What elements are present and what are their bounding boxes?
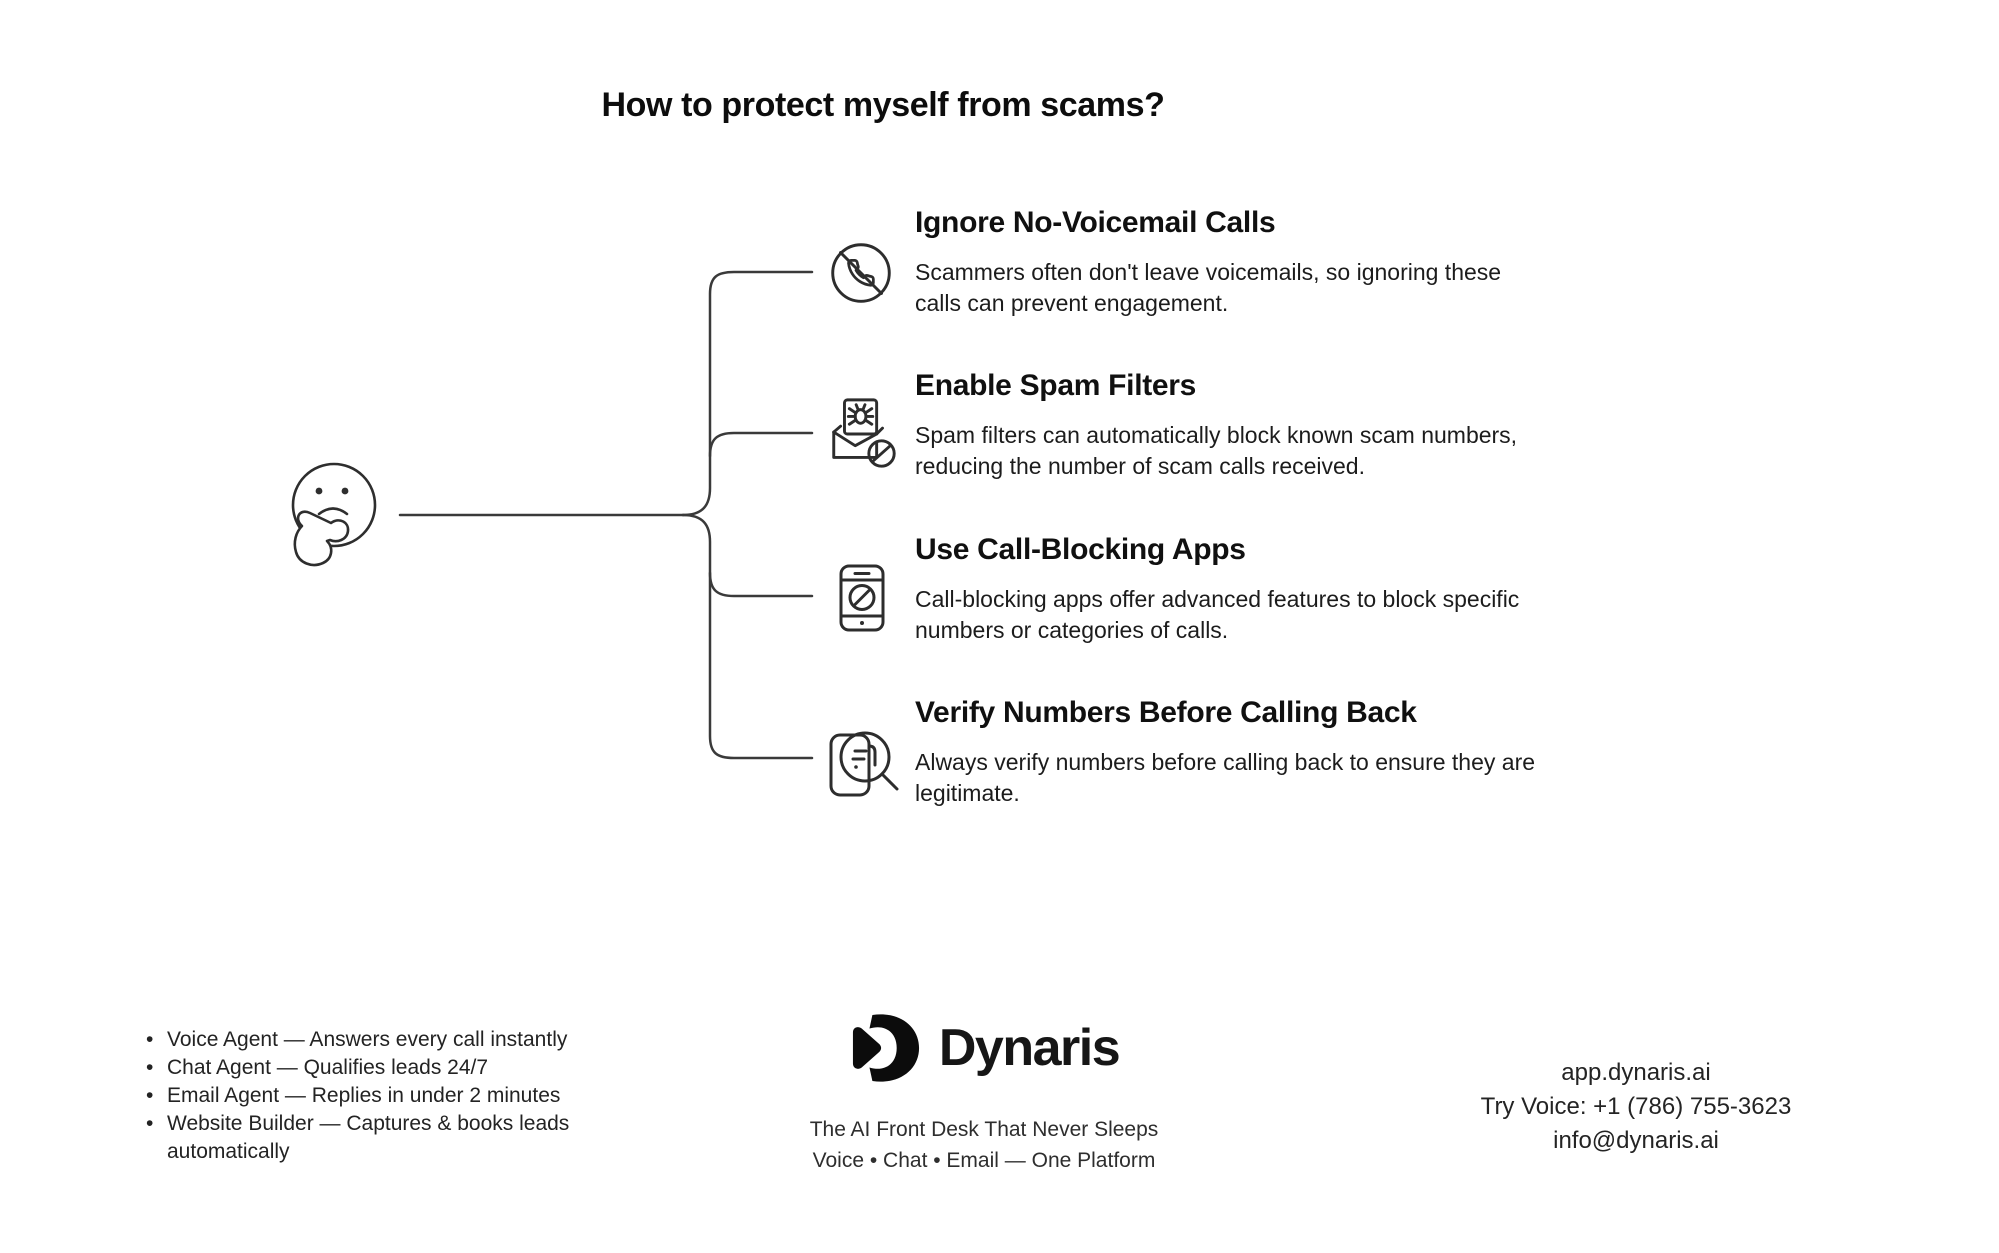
item-heading: Enable Spam Filters bbox=[915, 369, 1197, 402]
no-voicemail-icon bbox=[822, 234, 900, 312]
item-description: Call-blocking apps offer advanced featur… bbox=[915, 586, 1520, 643]
item-description: Always verify numbers before calling bac… bbox=[915, 749, 1536, 806]
feature-text: Chat Agent — Qualifies leads 24/7 bbox=[167, 1056, 489, 1079]
feature-text: Voice Agent — Answers every call instant… bbox=[167, 1028, 568, 1051]
email-address: info@dynaris.ai bbox=[1553, 1127, 1719, 1154]
dynaris-logo-icon bbox=[852, 1014, 919, 1082]
mindmap-item: Verify Numbers Before Calling Back Alway… bbox=[915, 695, 1615, 809]
brand-tagline-line1: The AI Front Desk That Never Sleeps bbox=[809, 1118, 1159, 1141]
list-item: • Website Builder — Captures & books lea… bbox=[146, 1110, 666, 1166]
bullet-icon: • bbox=[146, 1112, 154, 1135]
call-blocking-icon bbox=[838, 563, 886, 633]
item-heading: Ignore No-Voicemail Calls bbox=[915, 206, 1276, 239]
contact-block: app.dynaris.ai Try Voice: +1 (786) 755-3… bbox=[1436, 1056, 1836, 1158]
mindmap-item: Ignore No-Voicemail Calls Scammers often… bbox=[915, 205, 1615, 319]
page-title: How to protect myself from scams? bbox=[601, 86, 1165, 124]
item-description: Spam filters can automatically block kno… bbox=[915, 422, 1518, 479]
brand-lockup: Dynaris bbox=[744, 1006, 1224, 1090]
brand-tagline-line2: Voice • Chat • Email — One Platform bbox=[812, 1149, 1156, 1172]
list-item: • Email Agent — Replies in under 2 minut… bbox=[146, 1082, 666, 1110]
mindmap-item: Enable Spam Filters Spam filters can aut… bbox=[915, 368, 1615, 482]
brand-block: Dynaris The AI Front Desk That Never Sle… bbox=[744, 1006, 1224, 1176]
bullet-icon: • bbox=[146, 1028, 154, 1051]
brand-name: Dynaris bbox=[938, 1019, 1121, 1077]
feature-text: Email Agent — Replies in under 2 minutes bbox=[167, 1084, 561, 1107]
mindmap-item: Use Call-Blocking Apps Call-blocking app… bbox=[915, 532, 1615, 646]
list-item: • Chat Agent — Qualifies leads 24/7 bbox=[146, 1054, 666, 1082]
feature-list: • Voice Agent — Answers every call insta… bbox=[146, 1026, 666, 1166]
phone-number: Try Voice: +1 (786) 755-3623 bbox=[1480, 1093, 1792, 1120]
thinking-face-icon bbox=[278, 452, 390, 572]
website-url: app.dynaris.ai bbox=[1561, 1059, 1711, 1086]
item-description: Scammers often don't leave voicemails, s… bbox=[915, 259, 1502, 316]
item-heading: Use Call-Blocking Apps bbox=[915, 533, 1246, 566]
verify-number-icon bbox=[824, 722, 906, 802]
bullet-icon: • bbox=[146, 1056, 154, 1079]
item-heading: Verify Numbers Before Calling Back bbox=[915, 696, 1417, 729]
bullet-icon: • bbox=[146, 1084, 154, 1107]
spam-filter-icon bbox=[824, 396, 902, 472]
list-item: • Voice Agent — Answers every call insta… bbox=[146, 1026, 666, 1054]
feature-text: Website Builder — Captures & books leads… bbox=[167, 1112, 570, 1163]
